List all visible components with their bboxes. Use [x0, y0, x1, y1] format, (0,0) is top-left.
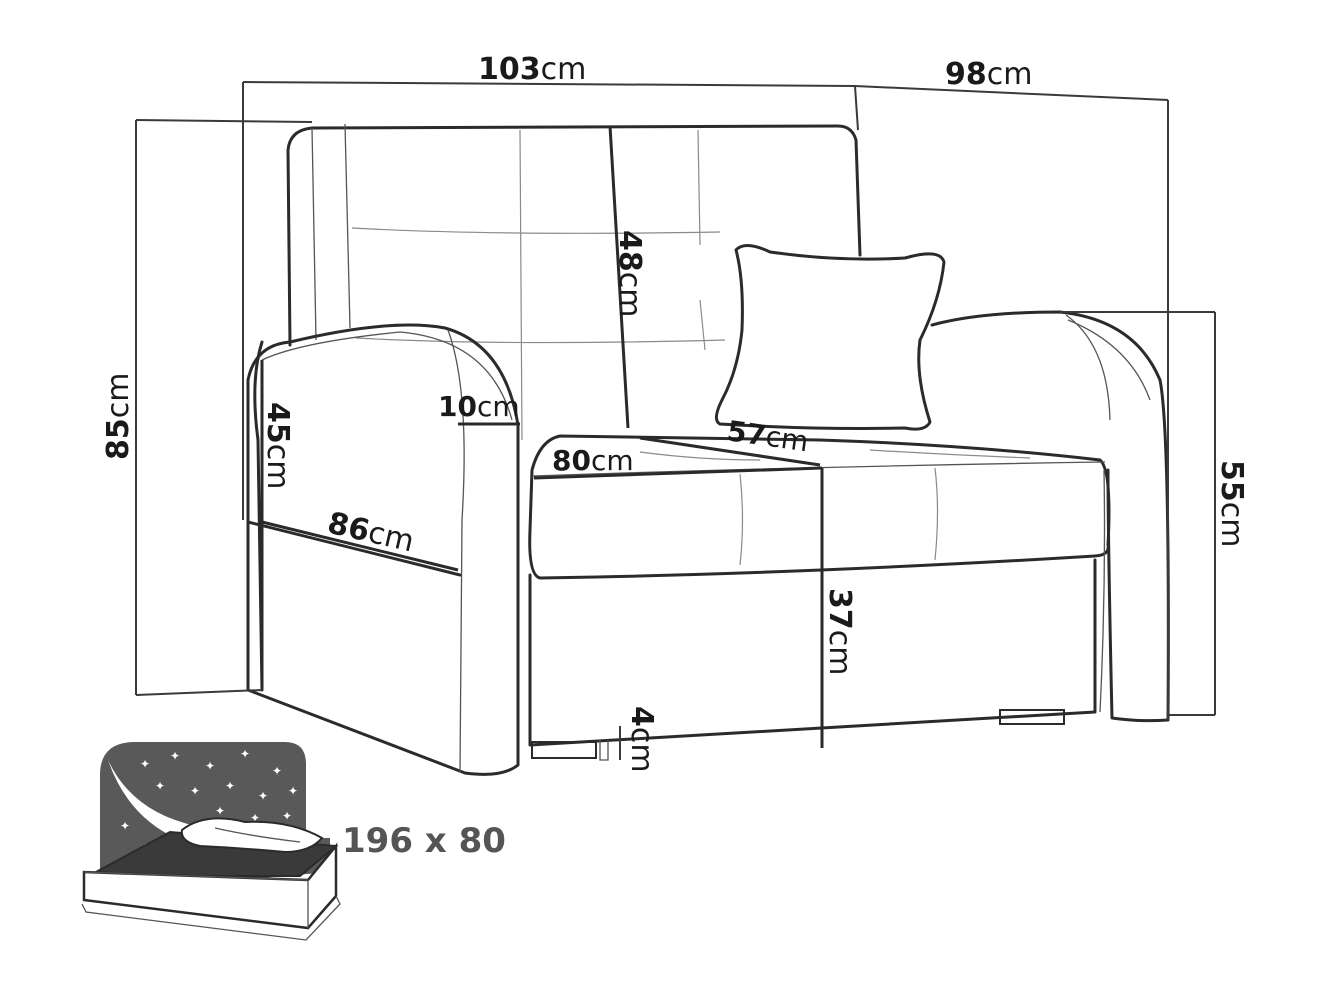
sofa-cushion	[715, 244, 946, 431]
sofa-left-armrest	[246, 323, 520, 776]
svg-text:✦: ✦	[170, 749, 180, 763]
label-seat-width: 80cm	[552, 444, 634, 477]
label-armrest-width: 10cm	[438, 390, 520, 423]
svg-text:✦: ✦	[205, 759, 215, 773]
svg-text:✦: ✦	[272, 764, 282, 778]
bed-size-label: 196 x 80	[342, 821, 506, 861]
label-back-height: 48cm	[612, 230, 647, 317]
label-height: 85cm	[101, 373, 136, 460]
sofa-right-armrest	[930, 310, 1170, 723]
svg-text:✦: ✦	[282, 809, 292, 823]
dimension-lines	[135, 81, 1216, 760]
svg-text:✦: ✦	[155, 779, 165, 793]
sofa-base	[528, 558, 1097, 747]
label-seat-depth: 57cm	[725, 414, 810, 458]
svg-text:✦: ✦	[250, 811, 260, 825]
sofa-bed-icon: ✦ ✦ ✦ ✦ ✦ ✦ ✦ ✦ ✦ ✦ ✦ ✦ ✦ ✦ ✦ ✦	[81, 742, 341, 941]
label-side-height: 55cm	[1214, 460, 1249, 547]
svg-text:✦: ✦	[140, 757, 150, 771]
label-armrest-height: 45cm	[260, 402, 295, 489]
label-depth: 98cm	[945, 57, 1032, 92]
sofa-backrest	[286, 123, 862, 441]
sofa-right-leg	[999, 709, 1065, 725]
svg-text:✦: ✦	[190, 784, 200, 798]
sofa-drawing	[246, 123, 1170, 776]
svg-text:✦: ✦	[215, 804, 225, 818]
label-width: 103cm	[478, 52, 586, 87]
label-seat-height: 37cm	[822, 588, 857, 675]
label-leg-height: 4cm	[624, 706, 659, 773]
label-armrest-depth: 86cm	[324, 506, 417, 560]
svg-text:✦: ✦	[258, 789, 268, 803]
svg-text:✦: ✦	[288, 784, 298, 798]
sofa-left-leg	[531, 741, 597, 759]
svg-text:✦: ✦	[120, 819, 130, 833]
svg-text:✦: ✦	[225, 779, 235, 793]
svg-text:✦: ✦	[240, 747, 250, 761]
